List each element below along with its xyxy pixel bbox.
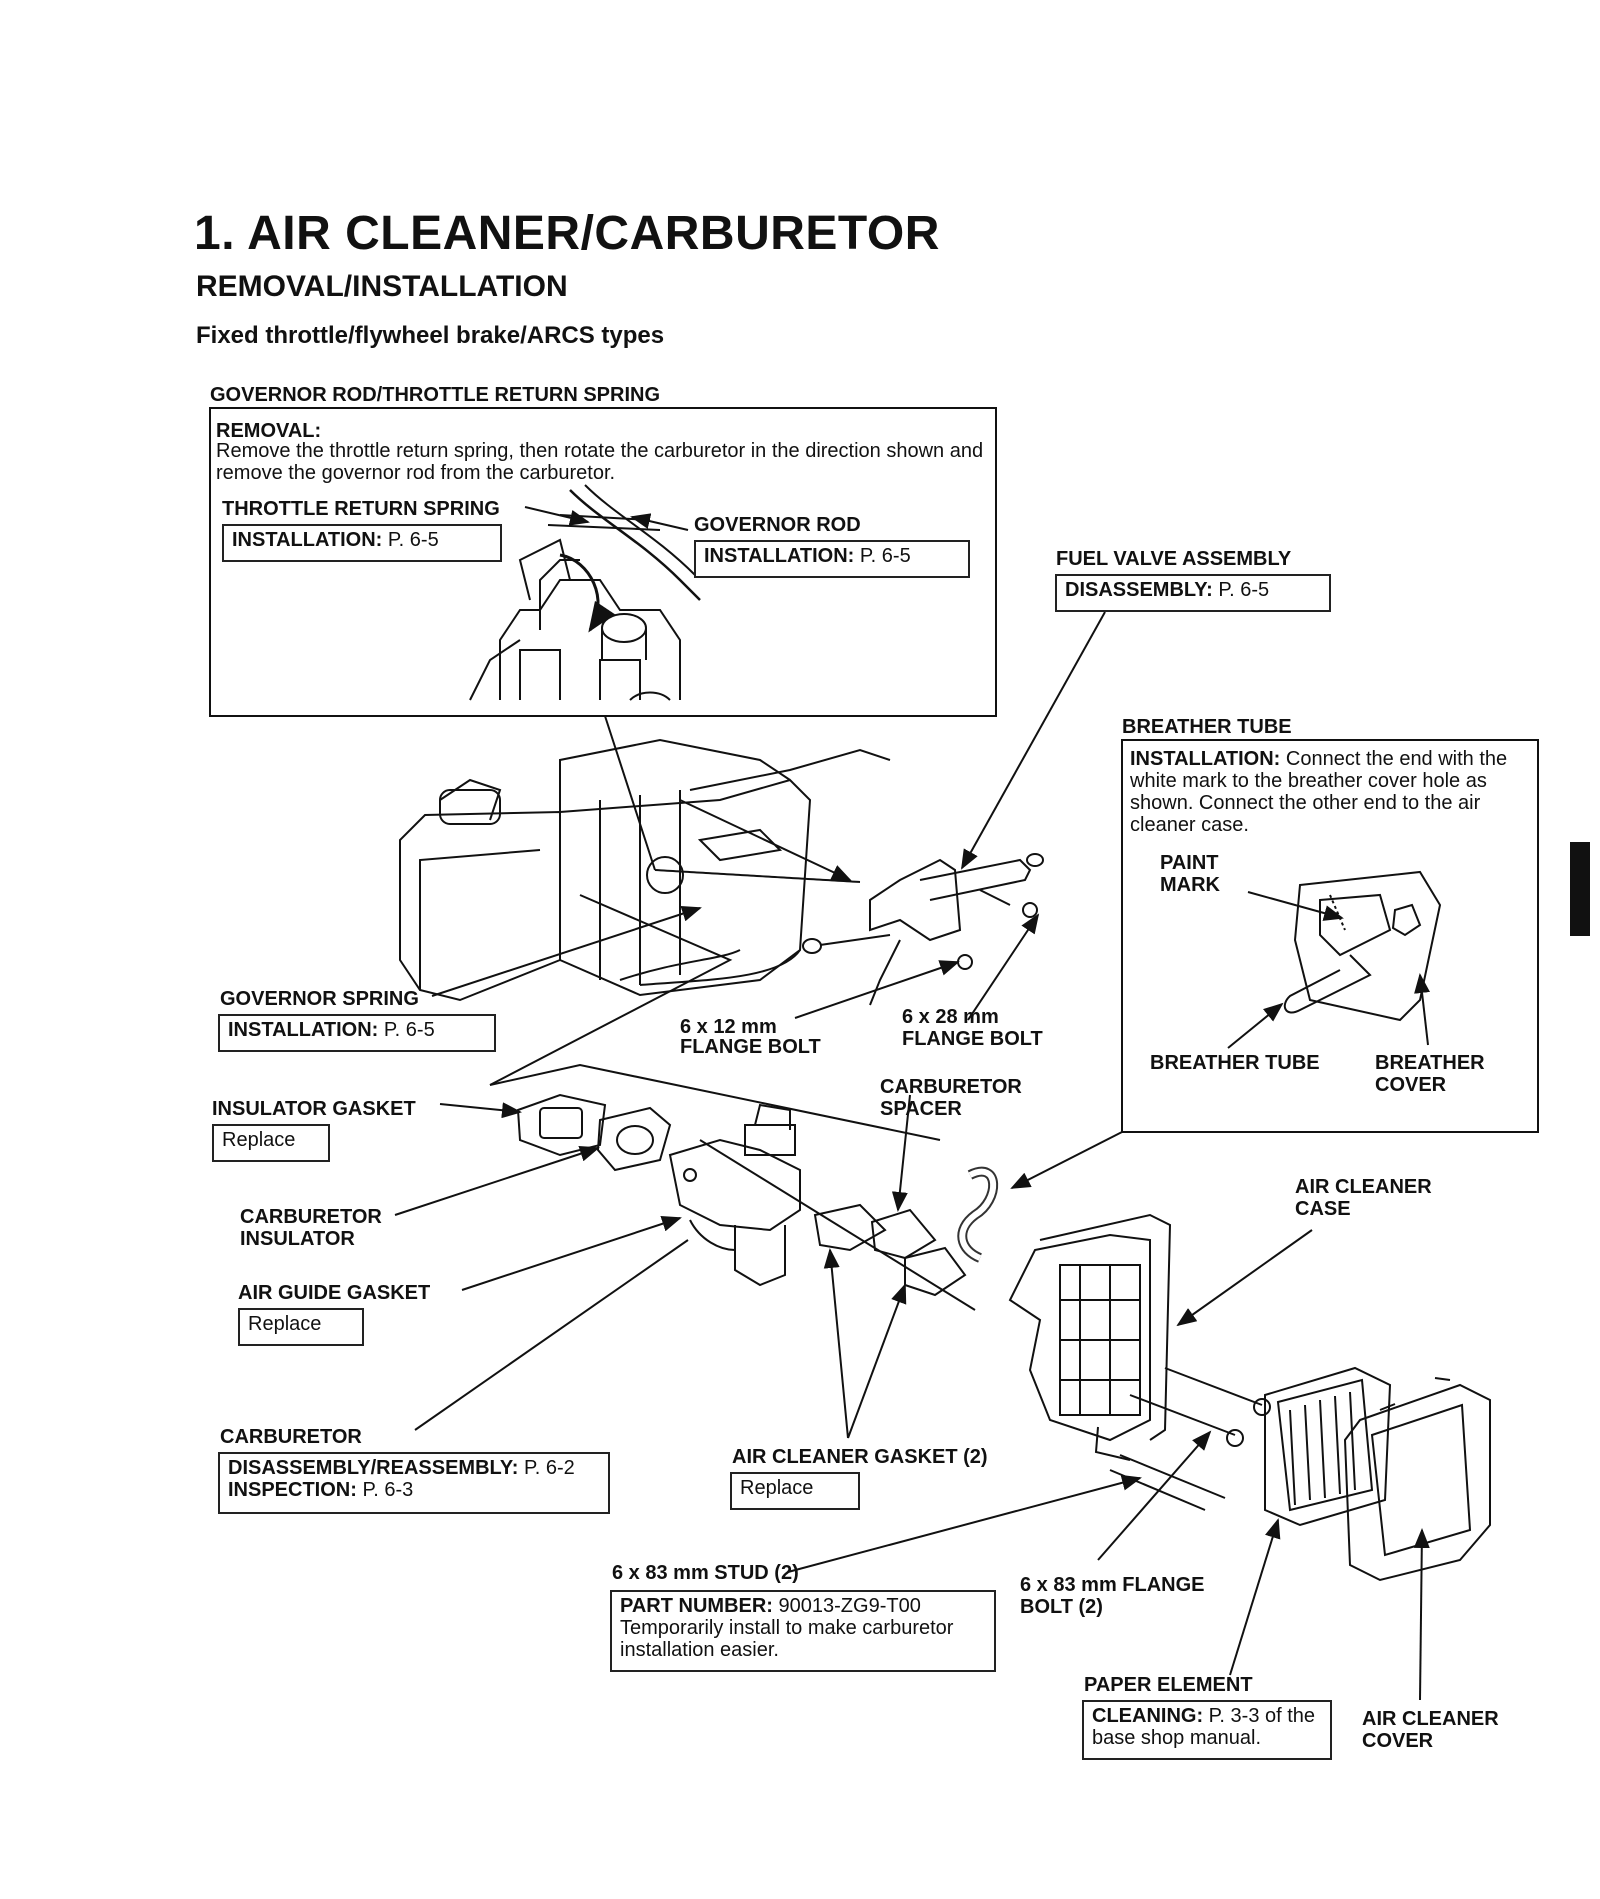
breather-section-frame: [1121, 739, 1539, 1133]
carburetor-illustration: [668, 1103, 801, 1287]
carburetor-inspection-ref: P. 6-3: [362, 1479, 414, 1501]
throttle-return-spring-label: THROTTLE RETURN SPRING: [222, 498, 500, 520]
carburetor-inspection-key: INSPECTION:: [228, 1479, 357, 1501]
engine-illustration: [399, 738, 891, 1002]
bolt-6x12-line2: FLANGE BOLT: [680, 1036, 821, 1058]
carburetor-disassembly-row: DISASSEMBLY/REASSEMBLY: P. 6-2: [228, 1457, 600, 1479]
insulator-gasket-label: INSULATOR GASKET: [212, 1098, 416, 1120]
breather-installation-key: INSTALLATION:: [1130, 748, 1281, 770]
governor-section-header: GOVERNOR ROD/THROTTLE RETURN SPRING: [210, 384, 661, 406]
breather-tube-label: BREATHER TUBE: [1150, 1052, 1320, 1074]
carburetor-insulator-line1: CARBURETOR: [240, 1206, 382, 1228]
page-subtitle: REMOVAL/INSTALLATION: [196, 270, 568, 303]
insulator-gasket-illustration: [516, 1093, 607, 1157]
carburetor-insulator-illustration: [596, 1106, 672, 1172]
paper-element-cleaning-key: CLEANING:: [1092, 1705, 1204, 1727]
carburetor-reference-box: DISASSEMBLY/REASSEMBLY: P. 6-2 INSPECTIO…: [218, 1452, 610, 1514]
stud-part-number-value: 90013-ZG9-T00: [778, 1595, 921, 1617]
fuel-valve-disassembly-box: DISASSEMBLY: P. 6-5: [1055, 574, 1331, 612]
governor-rod-label: GOVERNOR ROD: [694, 514, 861, 536]
carburetor-spacer-line1: CARBURETOR: [880, 1076, 1022, 1098]
insulator-gasket-note-box: Replace: [212, 1124, 330, 1162]
fuel-valve-disassembly-key: DISASSEMBLY:: [1065, 579, 1213, 601]
air-cleaner-gasket-note-box: Replace: [730, 1472, 860, 1510]
removal-text: Remove the throttle return spring, then …: [216, 440, 984, 484]
air-cleaner-case-illustration: [1008, 1213, 1172, 1442]
governor-spring-installation-box: INSTALLATION: P. 6-5: [218, 1014, 496, 1052]
governor-spring-label: GOVERNOR SPRING: [220, 988, 419, 1010]
air-cleaner-gasket-illustration: [813, 1203, 967, 1297]
stud-label: 6 x 83 mm STUD (2): [612, 1562, 799, 1584]
fuel-valve-disassembly-ref: P. 6-5: [1218, 579, 1270, 601]
air-cleaner-case-line2: CASE: [1295, 1198, 1351, 1220]
bolt-6x28-line2: FLANGE BOLT: [902, 1028, 1043, 1050]
paper-element-cleaning-box: CLEANING: P. 3-3 of the base shop manual…: [1082, 1700, 1332, 1760]
breather-cover-label-line2: COVER: [1375, 1074, 1447, 1096]
removal-label: REMOVAL:: [216, 420, 322, 442]
governor-rod-installation-ref: P. 6-5: [859, 545, 911, 567]
air-cleaner-cover-illustration: [1343, 1377, 1491, 1582]
air-cleaner-cover-line1: AIR CLEANER: [1362, 1708, 1499, 1730]
carburetor-spacer-line2: SPACER: [880, 1098, 962, 1120]
governor-section-frame: [209, 407, 997, 717]
flange-bolt-83-line1: 6 x 83 mm FLANGE: [1020, 1574, 1205, 1596]
inset-carburetor-illustration: [469, 514, 681, 701]
carburetor-label: CARBURETOR: [220, 1426, 362, 1448]
paint-mark-label-line2: MARK: [1160, 874, 1220, 896]
fuel-valve-illustration: [802, 853, 1044, 1006]
section-tab-marker: [1570, 842, 1590, 936]
breather-header: BREATHER TUBE: [1122, 716, 1292, 738]
throttle-spring-installation-ref: P. 6-5: [387, 529, 439, 551]
bolt-6x28-line1: 6 x 28 mm: [902, 1006, 999, 1028]
carburetor-insulator-line2: INSULATOR: [240, 1228, 355, 1250]
paint-mark-label-line1: PAINT: [1160, 852, 1219, 874]
governor-rod-installation-box: INSTALLATION: P. 6-5: [694, 540, 970, 578]
governor-spring-installation-key: INSTALLATION:: [228, 1019, 379, 1041]
carburetor-disassembly-key: DISASSEMBLY/REASSEMBLY:: [228, 1457, 519, 1479]
air-cleaner-case-line1: AIR CLEANER: [1295, 1176, 1432, 1198]
carburetor-inspection-row: INSPECTION: P. 6-3: [228, 1479, 600, 1501]
flange-bolt-83-line2: BOLT (2): [1020, 1596, 1103, 1618]
carburetor-disassembly-ref: P. 6-2: [524, 1457, 575, 1479]
breather-cover-label-line1: BREATHER: [1375, 1052, 1485, 1074]
breather-installation-body: Connect the end with the white mark to t…: [1130, 748, 1508, 836]
stud-note: Temporarily install to make carburetor i…: [620, 1617, 954, 1661]
governor-spring-installation-ref: P. 6-5: [383, 1019, 435, 1041]
breather-installation-text: INSTALLATION: Connect the end with the w…: [1130, 748, 1530, 836]
bolt-6x12-line1: 6 x 12 mm: [680, 1016, 777, 1038]
fuel-valve-label: FUEL VALVE ASSEMBLY: [1056, 548, 1292, 570]
air-guide-gasket-label: AIR GUIDE GASKET: [238, 1282, 431, 1304]
throttle-spring-installation-box: INSTALLATION: P. 6-5: [222, 524, 502, 562]
air-cleaner-cover-line2: COVER: [1362, 1730, 1434, 1752]
air-guide-gasket-note-box: Replace: [238, 1308, 364, 1346]
paper-element-cleaning-ref: P. 3-3 of the base shop manual.: [1092, 1705, 1316, 1749]
breather-cover-illustration: [1283, 870, 1442, 1022]
air-cleaner-gasket-label: AIR CLEANER GASKET (2): [732, 1446, 988, 1468]
paper-element-label: PAPER ELEMENT: [1084, 1674, 1253, 1696]
stud-part-box: PART NUMBER: 90013-ZG9-T00 Temporarily i…: [610, 1590, 996, 1672]
stud-part-number-row: PART NUMBER: 90013-ZG9-T00: [620, 1595, 986, 1617]
throttle-spring-installation-key: INSTALLATION:: [232, 529, 383, 551]
governor-rod-installation-key: INSTALLATION:: [704, 545, 855, 567]
paper-element-illustration: [1264, 1366, 1392, 1527]
stud-part-number-key: PART NUMBER:: [620, 1595, 773, 1617]
page-title: 1. AIR CLEANER/CARBURETOR: [194, 207, 940, 260]
page-variant: Fixed throttle/flywheel brake/ARCS types: [196, 322, 665, 349]
